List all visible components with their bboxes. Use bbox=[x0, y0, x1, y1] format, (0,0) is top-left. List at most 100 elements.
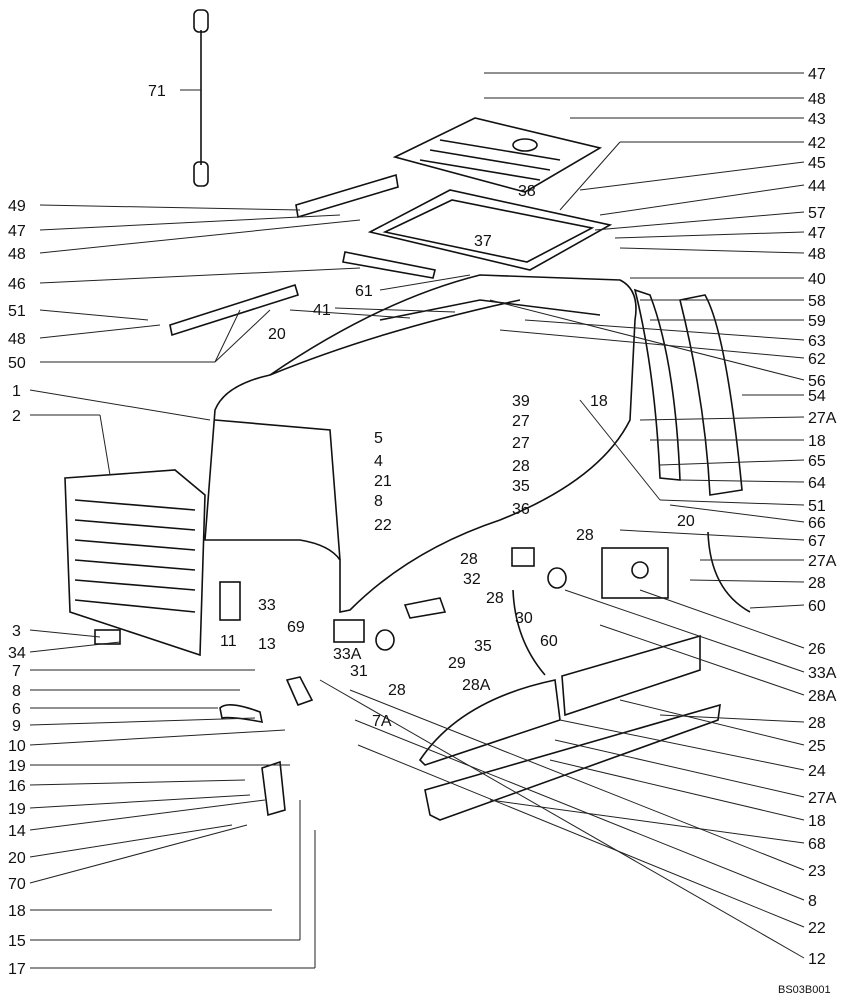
callout-label: 28A bbox=[462, 677, 491, 694]
callout-label: 35 bbox=[512, 478, 530, 495]
callout-label: 63 bbox=[808, 333, 826, 350]
callout-label: 47 bbox=[808, 66, 826, 83]
callout-label: 60 bbox=[540, 633, 558, 650]
callout-label: 28 bbox=[388, 682, 406, 699]
callout-label: 49 bbox=[8, 198, 26, 215]
part-bushing-33A-right bbox=[547, 567, 567, 589]
callout-label: 19 bbox=[8, 801, 26, 818]
part-bracket-50 bbox=[169, 283, 299, 337]
callout-label: 41 bbox=[313, 302, 331, 319]
callout-label: 18 bbox=[590, 393, 608, 410]
part-panel-28A bbox=[561, 634, 701, 717]
callout-label: 18 bbox=[8, 903, 26, 920]
callout-label: 9 bbox=[12, 718, 21, 735]
part-handle-6 bbox=[219, 704, 264, 724]
callout-label: 48 bbox=[8, 331, 26, 348]
callout-label: 8 bbox=[808, 893, 817, 910]
callout-label: 28 bbox=[808, 715, 826, 732]
callouts-center: 37 38 5 4 21 8 22 39 18 27 27 28 35 36 2… bbox=[374, 183, 695, 672]
callout-label: 13 bbox=[258, 636, 276, 653]
callout-label: 27A bbox=[808, 553, 837, 570]
callout-label: 48 bbox=[808, 91, 826, 108]
callout-label: 58 bbox=[808, 293, 826, 310]
part-side-panel-59 bbox=[633, 288, 681, 481]
callout-label: 51 bbox=[8, 303, 26, 320]
callout-label: 42 bbox=[808, 135, 826, 152]
part-bracket-35 bbox=[511, 547, 535, 567]
callout-label: 16 bbox=[8, 778, 26, 795]
callout-label: 18 bbox=[808, 813, 826, 830]
callout-label: 11 bbox=[220, 633, 237, 650]
callout-label: 22 bbox=[374, 517, 392, 534]
callout-label: 23 bbox=[808, 863, 826, 880]
callout-label: 8 bbox=[12, 683, 21, 700]
callout-label: 50 bbox=[8, 355, 26, 372]
callout-label: 5 bbox=[374, 430, 383, 447]
part-strip-49 bbox=[295, 173, 399, 219]
callouts-right: 47 48 43 42 45 44 57 47 48 40 58 59 63 6… bbox=[808, 66, 837, 968]
callout-label: 20 bbox=[8, 850, 26, 867]
callout-label: 3 bbox=[12, 623, 21, 640]
callout-label: 60 bbox=[808, 598, 826, 615]
callout-label: 28 bbox=[808, 575, 826, 592]
callout-label: 14 bbox=[8, 823, 26, 840]
callout-label: 65 bbox=[808, 453, 826, 470]
callout-label: 45 bbox=[808, 155, 826, 172]
callout-label: 17 bbox=[8, 961, 26, 978]
callout-label: 56 bbox=[808, 373, 826, 390]
callout-label: 1 bbox=[12, 383, 21, 400]
callout-label: 48 bbox=[8, 246, 26, 263]
callout-label: 51 bbox=[808, 498, 826, 515]
part-vent-panel-43 bbox=[392, 117, 603, 193]
callout-label: 25 bbox=[808, 738, 826, 755]
callout-label: 47 bbox=[808, 225, 826, 242]
callout-label: 33A bbox=[333, 646, 362, 663]
callout-label: 28 bbox=[486, 590, 504, 607]
part-plate-11 bbox=[219, 581, 241, 621]
part-cable-60 bbox=[512, 589, 546, 676]
callout-label: 24 bbox=[808, 763, 826, 780]
callout-label: 2 bbox=[12, 408, 21, 425]
callout-label: 7 bbox=[12, 663, 21, 680]
part-hinge-30 bbox=[403, 597, 447, 619]
part-cable-60-right bbox=[707, 531, 751, 613]
callout-label: 22 bbox=[808, 920, 826, 937]
callout-label: 21 bbox=[374, 473, 392, 490]
part-box-26 bbox=[601, 547, 669, 599]
callout-label: 27 bbox=[512, 435, 530, 452]
callout-label: 33 bbox=[258, 597, 276, 614]
callout-label: 8 bbox=[374, 493, 383, 510]
callout-label: 57 bbox=[808, 205, 826, 222]
callout-label: 71 bbox=[148, 83, 166, 100]
part-rod-71 bbox=[193, 9, 209, 187]
part-strip-46 bbox=[342, 251, 436, 279]
callout-label: 27A bbox=[808, 410, 837, 427]
callout-label: 33A bbox=[808, 665, 837, 682]
callout-label: 54 bbox=[808, 388, 826, 405]
callout-label: 69 bbox=[287, 619, 305, 636]
callout-label: 32 bbox=[463, 571, 481, 588]
part-side-panel-54 bbox=[679, 294, 743, 496]
callout-label: 27 bbox=[512, 413, 530, 430]
part-hood-1 bbox=[204, 274, 637, 613]
callout-label: 43 bbox=[808, 111, 826, 128]
part-plate-14 bbox=[261, 760, 286, 817]
callout-label: 44 bbox=[808, 178, 826, 195]
part-panel-24 bbox=[418, 679, 561, 766]
part-grille-2 bbox=[64, 469, 206, 657]
callout-label: 28A bbox=[808, 688, 837, 705]
callout-label: 46 bbox=[8, 276, 26, 293]
callout-label: 34 bbox=[8, 645, 26, 662]
callout-label: 39 bbox=[512, 393, 530, 410]
callout-label: 67 bbox=[808, 533, 826, 550]
callout-label: 20 bbox=[677, 513, 695, 530]
callout-label: 40 bbox=[808, 271, 826, 288]
callout-label: 62 bbox=[808, 351, 826, 368]
callout-label: 27A bbox=[808, 790, 837, 807]
diagram-code: BS03B001 bbox=[778, 984, 831, 996]
callout-label: 48 bbox=[808, 246, 826, 263]
callout-label: 4 bbox=[374, 453, 383, 470]
callout-label: 66 bbox=[808, 515, 826, 532]
callout-label: 28 bbox=[512, 458, 530, 475]
